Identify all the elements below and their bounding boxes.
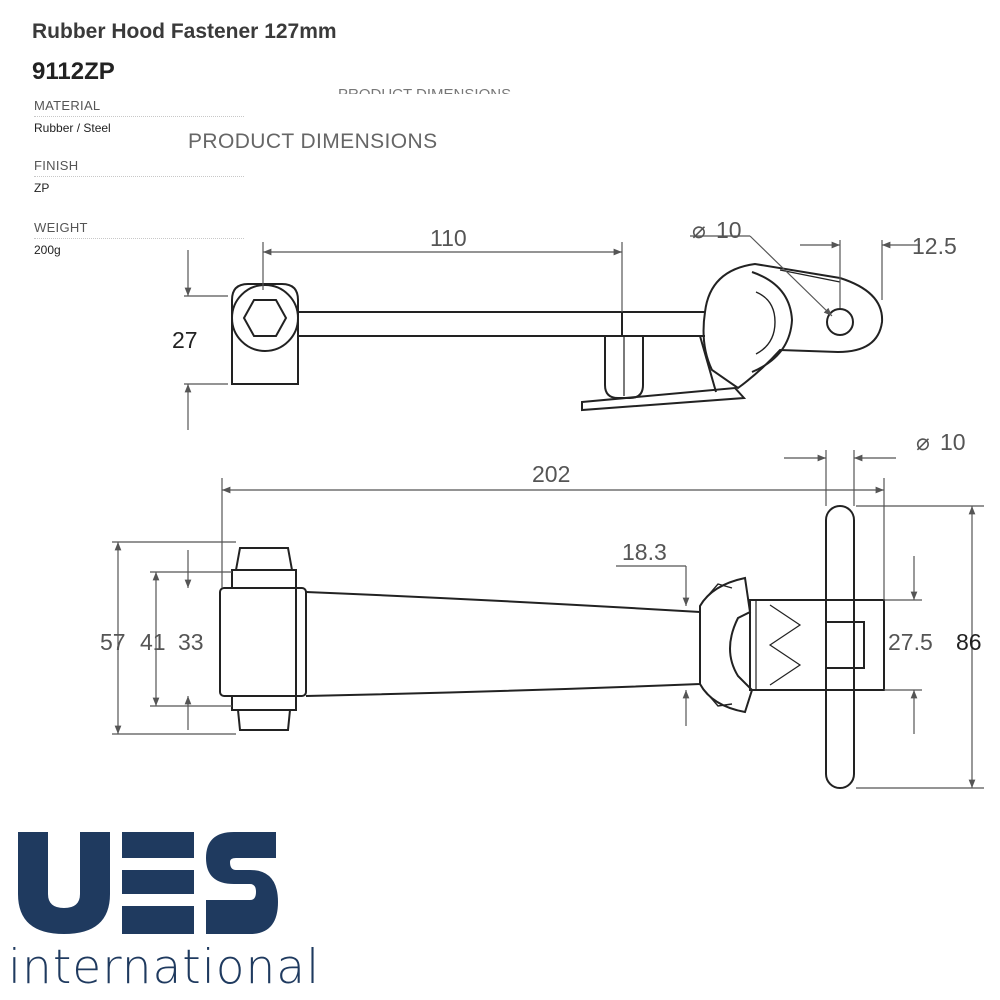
spec-weight-label: WEIGHT (34, 220, 88, 235)
brand-tagline: international (8, 940, 321, 995)
clevis (749, 599, 885, 691)
dim-width-33: 33 (178, 629, 204, 655)
rubber-block-top (219, 587, 307, 697)
dim-overall-202: 202 (532, 461, 570, 487)
ghost-heading: PRODUCT DIMENSIONS (338, 84, 568, 94)
tapered-strap (305, 591, 701, 697)
latch-head (702, 262, 884, 390)
dim-hole-diameter: 10 (716, 217, 742, 243)
dim-pin-diameter: 10 (940, 429, 966, 455)
clevis-slot (825, 621, 865, 669)
dim-neck-18-3: 18.3 (622, 539, 667, 565)
hex-nut-icon (242, 299, 288, 337)
dim-clevis-27-5: 27.5 (888, 629, 933, 655)
ues-logo-icon (18, 832, 278, 934)
spec-divider (34, 176, 244, 177)
product-code: 9112ZP (32, 58, 115, 85)
rod (298, 311, 705, 337)
dim-width-57: 57 (100, 629, 126, 655)
dim-height-27: 27 (172, 327, 198, 353)
dim-diameter-symbol: ⌀ (916, 429, 930, 455)
bottom-nut (236, 709, 292, 731)
spec-finish-label: FINISH (34, 158, 79, 173)
side-view-dimensions (184, 235, 920, 430)
rubber-block (231, 283, 299, 385)
spec-material-label: MATERIAL (34, 98, 101, 113)
dim-diameter-symbol: ⌀ (692, 217, 706, 243)
top-nut (234, 547, 294, 571)
hinge-pin (825, 505, 855, 789)
spec-material-value: Rubber / Steel (34, 121, 111, 135)
dim-length-110: 110 (430, 225, 467, 251)
pivot-hole (826, 308, 854, 336)
product-title: Rubber Hood Fastener 127mm (32, 20, 337, 43)
rubber-boss (231, 284, 299, 352)
dim-pin-86: 86 (956, 629, 982, 655)
dim-width-41: 41 (140, 629, 166, 655)
side-view (231, 262, 884, 412)
spec-divider (34, 238, 244, 239)
spec-finish-value: ZP (34, 181, 50, 195)
spec-divider (34, 116, 244, 117)
handle-lever (581, 386, 747, 412)
latch-jaw (699, 576, 754, 714)
spec-weight-value: 200g (34, 243, 61, 257)
dimensions-heading: PRODUCT DIMENSIONS (188, 130, 438, 153)
top-view-dimensions (112, 450, 984, 789)
dim-hole-offset: 12.5 (912, 233, 957, 259)
top-view (219, 505, 885, 789)
